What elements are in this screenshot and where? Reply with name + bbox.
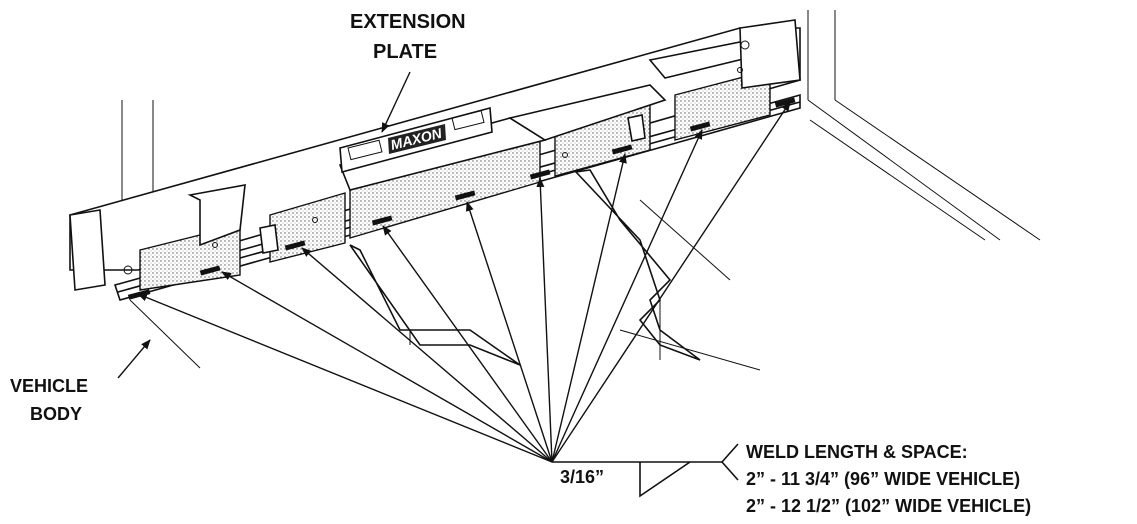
- weld-spec-102: 2” - 12 1/2” (102” WIDE VEHICLE): [746, 496, 1031, 516]
- leader-arrow: [221, 271, 553, 463]
- top-platform-3: [507, 84, 667, 141]
- weld-leader-arrows: [137, 101, 791, 463]
- left-end-plate: [69, 209, 106, 291]
- vehicle-body-lines: [121, 10, 1041, 371]
- underside-brackets: [349, 169, 701, 366]
- leader-arrow: [536, 177, 553, 463]
- leader-arrow: [301, 247, 553, 463]
- vehicle-body-label-line1: VEHICLE: [10, 376, 88, 396]
- right-tab: [627, 114, 646, 142]
- extension-plate-label-line1: EXTENSION: [350, 11, 466, 33]
- weld-symbol: [552, 443, 739, 498]
- top-platform-1: [187, 184, 246, 247]
- leader-arrow: [382, 225, 553, 463]
- weld-title: WELD LENGTH & SPACE:: [746, 442, 968, 462]
- leader-arrow: [551, 153, 627, 463]
- vehicle-body-label-line2: BODY: [30, 404, 82, 424]
- weld-size-label: 3/16”: [560, 467, 604, 487]
- vehicle-body-leader: [117, 339, 151, 379]
- maxon-logo-plate: MAXON: [339, 106, 493, 174]
- weld-spec-96: 2” - 11 3/4” (96” WIDE VEHICLE): [746, 469, 1020, 489]
- leader-arrow: [551, 129, 703, 463]
- weld-mark: [199, 265, 221, 276]
- weld-mark: [529, 169, 551, 180]
- leader-arrow: [137, 293, 553, 463]
- weld-mark: [284, 240, 306, 251]
- weld-mark: [371, 215, 393, 226]
- weld-mark: [454, 190, 476, 201]
- extension-plate-label-line2: PLATE: [373, 41, 437, 63]
- leader-arrow: [551, 101, 791, 463]
- extension-plate-leader: [381, 71, 411, 133]
- left-tab: [259, 224, 279, 254]
- leader-arrow: [465, 201, 553, 463]
- weld-mark: [611, 144, 633, 155]
- weld-mark: [689, 121, 711, 132]
- right-end-plate: [739, 19, 801, 89]
